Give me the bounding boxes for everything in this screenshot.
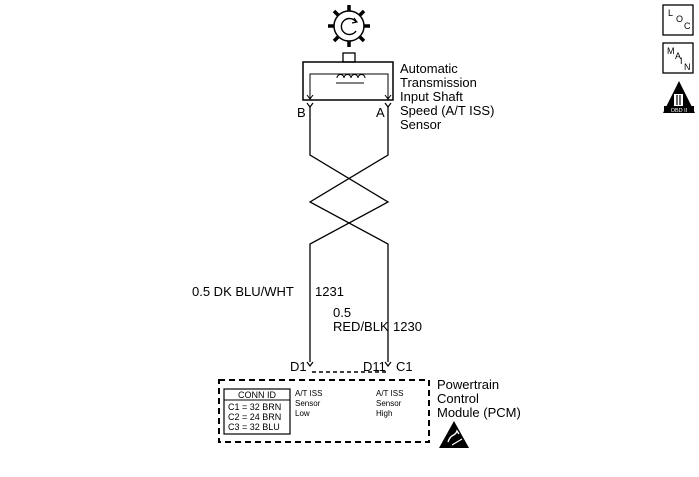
conn-id-row: C2 = 24 BRN (228, 412, 281, 422)
svg-text:Control: Control (437, 391, 479, 406)
obd-ii-icon[interactable]: OBD II (663, 81, 695, 114)
pcm-name: Powertrain Control Module (PCM) (437, 377, 521, 420)
terminal-desc-low: A/T ISS Sensor Low (295, 389, 322, 418)
sensor-pin-b (306, 102, 314, 108)
svg-text:Transmission: Transmission (400, 75, 477, 90)
conn-id-row: C3 = 32 BLU (228, 422, 280, 432)
sensor-name: Automatic Transmission Input Shaft Speed… (400, 61, 494, 132)
svg-text:Input Shaft: Input Shaft (400, 89, 463, 104)
pcm-pin-left-label: D1 (290, 359, 307, 374)
twisted-pair-wires (308, 107, 390, 362)
svg-text:OBD II: OBD II (671, 108, 688, 114)
wire-left-color: 0.5 DK BLU/WHT (192, 284, 294, 299)
svg-text:A: A (675, 51, 681, 61)
svg-text:O: O (676, 14, 683, 24)
wire-right-circuit: 1230 (393, 319, 422, 334)
svg-text:Sensor: Sensor (295, 399, 321, 408)
svg-text:Speed (A/T ISS): Speed (A/T ISS) (400, 103, 494, 118)
sensor-body (302, 61, 394, 101)
svg-text:A/T ISS: A/T ISS (295, 389, 322, 398)
svg-text:N: N (684, 62, 691, 72)
pcm-pin-d11 (384, 361, 392, 367)
svg-text:A/T ISS: A/T ISS (376, 389, 403, 398)
svg-text:Low: Low (295, 409, 310, 418)
pcm-pin-d1 (306, 361, 314, 367)
loc-icon[interactable]: L O C (662, 4, 694, 36)
pcm-pin-right-label: D11 (363, 359, 386, 374)
svg-text:I: I (680, 56, 683, 66)
conn-id-table: CONN ID C1 = 32 BRN C2 = 24 BRN C3 = 32 … (223, 388, 291, 435)
esd-warning-icon (439, 421, 469, 448)
main-icon[interactable]: M A I N (662, 42, 694, 74)
svg-text:Module (PCM): Module (PCM) (437, 405, 521, 420)
sensor-pin-a-label: A (376, 105, 385, 120)
sensor-pin-b-label: B (297, 105, 306, 120)
svg-text:Sensor: Sensor (400, 117, 442, 132)
conn-id-header: CONN ID (238, 390, 277, 400)
wire-right-gauge: 0.5 (333, 305, 351, 320)
svg-text:Sensor: Sensor (376, 399, 402, 408)
svg-text:Automatic: Automatic (400, 61, 458, 76)
svg-text:L: L (668, 8, 673, 18)
pcm-box (218, 379, 430, 443)
conn-id-row: C1 = 32 BRN (228, 402, 281, 412)
svg-text:High: High (376, 409, 392, 418)
terminal-desc-high: A/T ISS Sensor High (376, 389, 403, 418)
svg-text:M: M (667, 46, 675, 56)
wire-left-circuit: 1231 (315, 284, 344, 299)
gear-rotation-icon (328, 5, 370, 47)
coil-icon (336, 74, 366, 79)
sensor-tip (342, 52, 356, 63)
pcm-connector-label: C1 (396, 359, 413, 374)
wire-right-color: RED/BLK (333, 319, 389, 334)
svg-text:Powertrain: Powertrain (437, 377, 499, 392)
sensor-pin-a (384, 102, 392, 108)
svg-text:C: C (684, 21, 691, 31)
